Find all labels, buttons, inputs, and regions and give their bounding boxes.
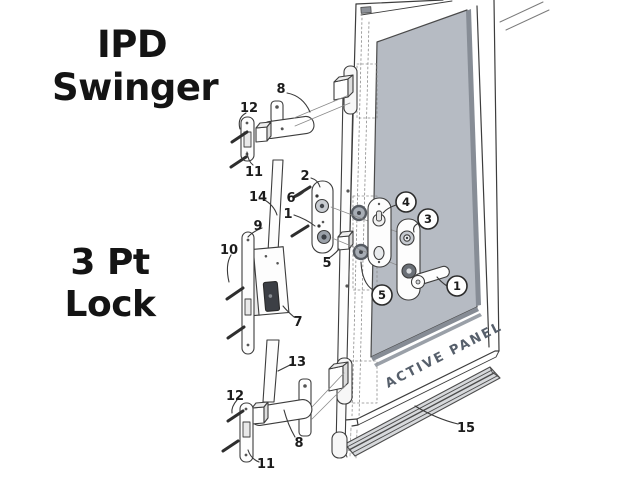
callout-6: 6	[286, 191, 295, 206]
callout-12-bottom: 12	[226, 389, 244, 404]
callout-8-bottom: 8	[294, 436, 303, 451]
cylinder-grommets	[350, 204, 370, 261]
callout-5-plain: 5	[322, 256, 331, 271]
label-3pt-lock: 3 Pt Lock	[28, 242, 192, 326]
callout-7: 7	[293, 315, 302, 330]
door-top-edge	[355, 0, 444, 5]
top-screws	[229, 130, 249, 169]
top-lock-assembly	[229, 94, 351, 169]
center-screws	[290, 185, 312, 238]
door-right-edge-outer	[493, 0, 500, 352]
callout-13: 13	[288, 355, 306, 370]
svg-text:1: 1	[453, 279, 461, 293]
glass-panel	[370, 9, 478, 358]
svg-text:4: 4	[402, 195, 410, 209]
top-deadbolt-cube	[255, 121, 272, 143]
callout-14: 14	[249, 190, 267, 205]
callout-9: 9	[253, 219, 262, 234]
subtitle-line-2: Lock	[64, 283, 156, 325]
door-bottom-edge-lower	[357, 350, 500, 426]
svg-text:3: 3	[424, 212, 432, 226]
door-top-inner-line	[360, 0, 453, 16]
drive-rods	[262, 159, 284, 403]
door-bottom-edge	[356, 350, 500, 420]
callout-11-top: 11	[245, 165, 263, 180]
bottom-lock-assembly	[221, 372, 347, 463]
bottom-screws	[221, 409, 245, 453]
callout-1-plain: 1	[283, 207, 292, 222]
threshold-strip	[343, 366, 501, 458]
callout-8-top: 8	[276, 82, 285, 97]
multipoint-bar	[328, 65, 370, 459]
bottom-deadbolt-cube	[251, 401, 269, 425]
trim-hardware	[367, 197, 450, 301]
title-line-1: IPD	[96, 23, 168, 66]
leader-lines	[226, 92, 459, 463]
top-shoot-bolt	[333, 74, 354, 101]
lock-faceplate	[241, 231, 255, 355]
callout-circle-1: 1	[446, 275, 468, 297]
drive-rod-upper	[267, 159, 284, 253]
callout-10: 10	[220, 243, 238, 258]
frame-header-lines	[499, 1, 550, 31]
glazing-strip-top	[371, 307, 479, 361]
glazing-strip-bottom	[374, 313, 482, 367]
drive-rod-lower	[262, 339, 280, 403]
title-line-2: Swinger	[52, 65, 219, 109]
interior-escutcheon	[367, 197, 392, 268]
faceplate-screws	[225, 286, 246, 340]
callout-12-top: 12	[240, 101, 258, 116]
callout-circle-5: 5	[371, 284, 393, 306]
callout-11-bottom: 11	[257, 457, 275, 472]
center-lock-assembly	[225, 180, 405, 355]
callout-circle-3: 3	[417, 208, 439, 230]
callout-2: 2	[300, 169, 309, 184]
title-ipd-swinger: IPD Swinger	[52, 23, 219, 110]
callout-numbers: 8 12 11 2 14 6 1 9 10 5 7 13 12 8 11 15 …	[220, 82, 475, 472]
subtitle-line-1: 3 Pt	[70, 242, 150, 283]
callout-15: 15	[457, 421, 475, 436]
door-bottom-left-corner	[344, 418, 359, 427]
glass-right-edge	[466, 9, 481, 306]
spindle-hub	[337, 230, 354, 251]
door-right-edge-inner	[476, 5, 490, 348]
top-weep-tick	[360, 6, 372, 14]
lever-handle	[410, 265, 450, 290]
callout-circle-4: 4	[395, 191, 417, 213]
svg-text:5: 5	[378, 288, 386, 302]
